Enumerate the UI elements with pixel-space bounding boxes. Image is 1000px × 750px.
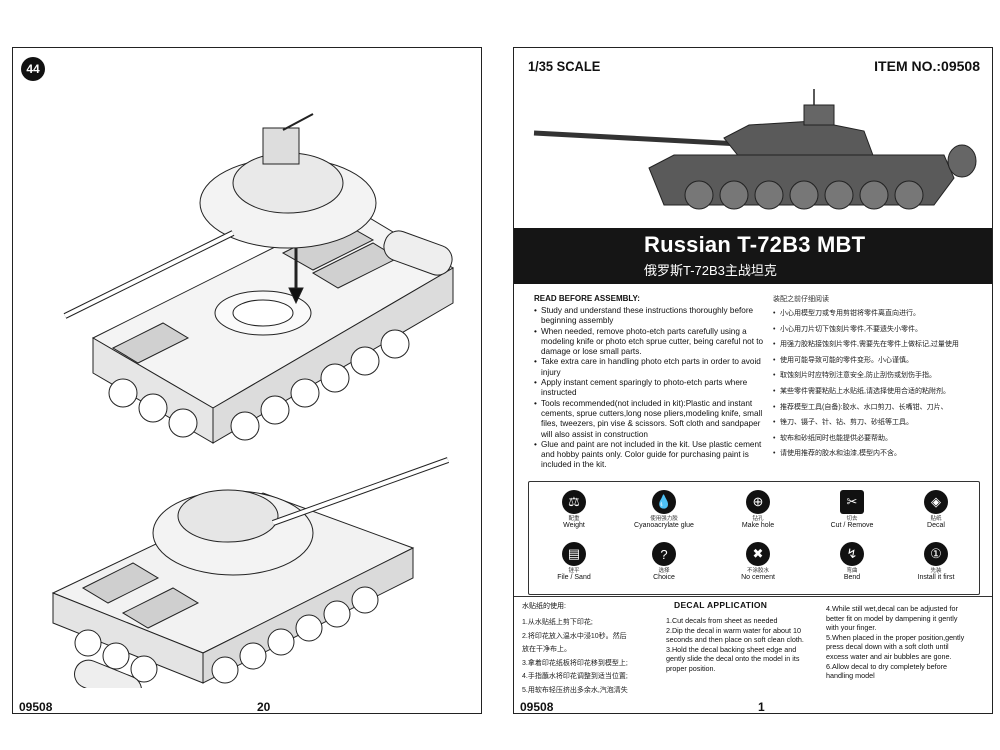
hull-roadwheels <box>108 329 410 441</box>
decal-steps-en-1: 1.Cut decals from sheet as needed 2.Dip … <box>666 616 804 673</box>
instruction-item: Tools recommended(not included in kit):P… <box>534 399 770 440</box>
cyanoacrylate-glue-symbol: 💧 使用强力胶 Cyanoacrylate glue <box>629 490 699 530</box>
weight-icon: ⚖ <box>562 490 586 514</box>
right-footer-code: 09508 <box>520 700 554 714</box>
decal-title: DECAL APPLICATION <box>674 600 768 610</box>
file-sand-symbol: ▤ 锉平 File / Sand <box>539 542 609 582</box>
install-first-icon: ① <box>924 542 948 566</box>
instructions-en: Study and understand these instructions … <box>534 306 770 471</box>
decal-cn-title: 水贴纸的使用: <box>522 603 566 610</box>
install-first-symbol: ① 先装 Install it first <box>901 542 971 582</box>
instruction-item-cn: 用强力胶粘接蚀刻片零件,需要先在零件上做标记,过量使用 <box>773 337 983 353</box>
section-divider <box>514 596 992 597</box>
choice-symbol: ? 选择 Choice <box>629 542 699 582</box>
instruction-item: Take extra care in handling photo etch p… <box>534 357 770 378</box>
item-number: ITEM NO.:09508 <box>874 58 980 74</box>
bend-icon: ↯ <box>840 542 864 566</box>
instruction-item-cn: 锉刀、镊子、针、钻、剪刀、砂纸等工具。 <box>773 415 983 431</box>
left-page: 44 <box>12 47 482 714</box>
choice-icon: ? <box>652 542 676 566</box>
scale-label: 1/35 SCALE <box>528 58 601 74</box>
right-page-number: 1 <box>758 700 765 714</box>
read-before-heading: READ BEFORE ASSEMBLY: <box>534 294 640 303</box>
instruction-item-cn: 小心用刀片切下蚀刻片零件,不要遗失小零件。 <box>773 322 983 338</box>
instruction-item-cn: 请使用推荐的胶水和油漆,模型内不含。 <box>773 446 983 462</box>
decal-icon: ◈ <box>924 490 948 514</box>
instruction-item: When needed, remove photo-etch parts car… <box>534 327 770 358</box>
instruction-item-cn: 推荐模型工具(自备):胶水、水口剪刀、长嘴钳、刀片、 <box>773 400 983 416</box>
model-title-cn: 俄罗斯T-72B3主战坦克 <box>644 263 777 278</box>
decal-application-section: 水贴纸的使用: DECAL APPLICATION 1.从水贴纸上剪下印花; 2… <box>514 596 992 713</box>
decal-symbol: ◈ 贴纸 Decal <box>901 490 971 530</box>
instruction-item-cn: 小心用模型刀或专用剪钳将零件离直向进行。 <box>773 306 983 322</box>
completed-roadwheels <box>74 586 379 684</box>
instruction-item: Glue and paint are not included in the k… <box>534 440 770 471</box>
cyanoacrylate-glue-icon: 💧 <box>652 490 676 514</box>
cut-remove-icon: ✂ <box>840 490 864 514</box>
decal-steps-en-2: 4.While still wet,decal can be adjusted … <box>826 604 965 681</box>
make-hole-symbol: ⊕ 钻孔 Make hole <box>723 490 793 530</box>
right-page: 1/35 SCALE ITEM NO.:09508 Russian T-72B3… <box>513 47 993 714</box>
instruction-item: Study and understand these instructions … <box>534 306 770 327</box>
instruction-item: Apply instant cement sparingly to photo-… <box>534 378 770 399</box>
profile-gun-barrel <box>533 130 760 148</box>
profile-roadwheels <box>684 180 924 210</box>
no-cement-icon: ✖ <box>746 542 770 566</box>
cut-remove-symbol: ✂ 切去 Cut / Remove <box>817 490 887 530</box>
instruction-item-cn: 软布和砂纸同时也能提供必要帮助。 <box>773 431 983 447</box>
make-hole-icon: ⊕ <box>746 490 770 514</box>
read-before-heading-cn: 装配之前仔细阅读 <box>773 296 829 303</box>
model-title: Russian T-72B3 MBT <box>644 232 866 257</box>
instruction-item-cn: 某些零件需要粘贴上水贴纸,请选择使用合适的粘附剂。 <box>773 384 983 400</box>
completed-tank-drawing <box>51 457 450 688</box>
weight-symbol: ⚖ 配重 Weight <box>539 490 609 530</box>
instructions-cn: 小心用模型刀或专用剪钳将零件离直向进行。 小心用刀片切下蚀刻片零件,不要遗失小零… <box>773 306 983 462</box>
bend-symbol: ↯ 弯曲 Bend <box>817 542 887 582</box>
no-cement-symbol: ✖ 不涂胶水 No cement <box>723 542 793 582</box>
decal-steps-cn: 1.从水贴纸上剪下印花; 2.将印花放入温水中浸10秒。然后 放在干净布上。 3… <box>522 619 628 694</box>
title-band: Russian T-72B3 MBT 俄罗斯T-72B3主战坦克 <box>514 228 992 284</box>
step-number-badge: 44 <box>21 57 45 81</box>
file-sand-icon: ▤ <box>562 542 586 566</box>
symbol-legend: ⚖ 配重 Weight 💧 使用强力胶 Cyanoacrylate glue ⊕… <box>528 481 980 595</box>
instruction-item-cn: 取蚀刻片时应特别注意安全,防止刮伤或划伤手指。 <box>773 368 983 384</box>
hull-turret-assembly-drawing <box>63 113 454 444</box>
left-footer-code: 09508 <box>19 700 53 714</box>
tank-side-profile <box>533 89 977 210</box>
left-page-number: 20 <box>257 700 271 714</box>
instruction-item-cn: 使用可能导致可能的零件变形。小心谨慎。 <box>773 353 983 369</box>
